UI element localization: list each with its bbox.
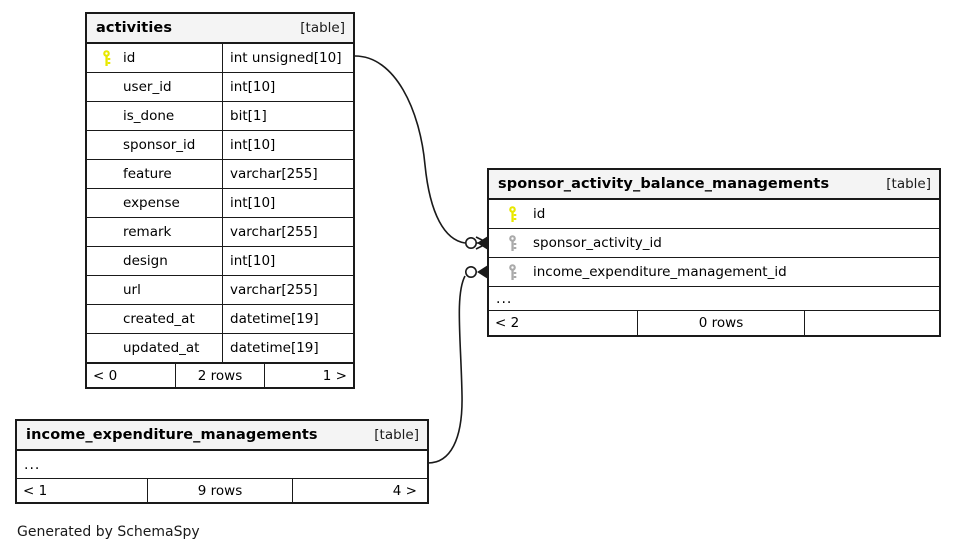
table-row[interactable]: feature varchar[255] <box>87 160 353 189</box>
column-name-cell: sponsor_id <box>87 131 222 159</box>
primary-key-icon <box>95 49 121 67</box>
table-row[interactable]: sponsor_activity_id <box>489 229 939 258</box>
table-footer-activities: < 0 2 rows 1 > <box>87 363 353 387</box>
column-name-cell: user_id <box>87 73 222 101</box>
table-row[interactable]: id int unsigned[10] <box>87 44 353 73</box>
table-row[interactable]: income_expenditure_management_id <box>489 258 939 287</box>
column-type: varchar[255] <box>222 160 353 188</box>
column-label: updated_at <box>123 340 200 356</box>
column-name-cell: income_expenditure_management_id <box>489 258 939 286</box>
column-type: bit[1] <box>222 102 353 130</box>
schemaspy-credit: Generated by SchemaSpy <box>17 524 200 540</box>
footer-row-count: 9 rows <box>147 479 293 502</box>
table-row[interactable]: user_id int[10] <box>87 73 353 102</box>
column-label: sponsor_activity_id <box>533 235 662 251</box>
footer-parents-count[interactable]: < 1 <box>23 482 48 499</box>
column-type: varchar[255] <box>222 218 353 246</box>
column-label: user_id <box>123 79 172 95</box>
column-name-cell: is_done <box>87 102 222 130</box>
column-label: created_at <box>123 311 195 327</box>
column-name-cell: id <box>87 44 222 72</box>
column-name-cell: sponsor_activity_id <box>489 229 939 257</box>
column-name-cell: updated_at <box>87 334 222 362</box>
column-label: id <box>533 206 546 222</box>
column-type: int[10] <box>222 247 353 275</box>
footer-row-count: 0 rows <box>637 311 805 335</box>
table-type-tag: [table] <box>300 20 345 36</box>
table-type-tag: [table] <box>374 427 419 443</box>
column-type: varchar[255] <box>222 276 353 304</box>
column-type: int[10] <box>222 131 353 159</box>
column-name-cell: feature <box>87 160 222 188</box>
column-name-cell: remark <box>87 218 222 246</box>
column-name-cell: expense <box>87 189 222 217</box>
relationship-line-activities-sponsor-activity-id <box>354 55 489 250</box>
table-row[interactable]: expense int[10] <box>87 189 353 218</box>
column-label: id <box>123 50 136 66</box>
column-label: is_done <box>123 108 175 124</box>
table-income-expenditure-managements[interactable]: income_expenditure_managements [table] .… <box>15 419 429 504</box>
primary-key-icon <box>497 205 531 223</box>
more-columns-indicator: ... <box>489 287 939 311</box>
table-header-income-expenditure-managements: income_expenditure_managements [table] <box>17 421 427 451</box>
table-footer-sponsor-activity-balance-managements: < 2 0 rows <box>489 311 939 335</box>
column-label: sponsor_id <box>123 137 196 153</box>
column-name-cell: created_at <box>87 305 222 333</box>
column-type: datetime[19] <box>222 334 353 362</box>
column-type: int[10] <box>222 73 353 101</box>
column-name-cell: id <box>489 200 939 228</box>
table-row[interactable]: remark varchar[255] <box>87 218 353 247</box>
column-type: int[10] <box>222 189 353 217</box>
table-row[interactable]: created_at datetime[19] <box>87 305 353 334</box>
column-label: url <box>123 282 141 298</box>
column-label: design <box>123 253 168 269</box>
column-label: expense <box>123 195 180 211</box>
table-title: sponsor_activity_balance_managements <box>498 176 830 192</box>
table-row[interactable]: sponsor_id int[10] <box>87 131 353 160</box>
column-name-cell: url <box>87 276 222 304</box>
table-sponsor-activity-balance-managements[interactable]: sponsor_activity_balance_managements [ta… <box>487 168 941 337</box>
table-header-activities: activities [table] <box>87 14 353 44</box>
more-columns-indicator: ... <box>24 456 41 473</box>
footer-children-count[interactable]: 4 > <box>392 482 417 499</box>
table-type-tag: [table] <box>886 176 931 192</box>
table-activities[interactable]: activities [table] id int unsigned[10] u… <box>85 12 355 389</box>
relationship-line-income-expenditure-management-id <box>427 265 488 464</box>
table-header-sponsor-activity-balance-managements: sponsor_activity_balance_managements [ta… <box>489 170 939 200</box>
table-title: activities <box>96 20 173 36</box>
column-name-cell: design <box>87 247 222 275</box>
foreign-key-icon <box>497 234 531 252</box>
footer-children-count[interactable]: 1 > <box>322 367 347 384</box>
footer-children-count[interactable] <box>805 311 935 335</box>
column-label: remark <box>123 224 172 240</box>
column-type: int unsigned[10] <box>222 44 353 72</box>
foreign-key-icon <box>497 263 531 281</box>
cardinality-zero-circle <box>464 237 477 250</box>
footer-row-count: 2 rows <box>175 364 265 387</box>
table-row[interactable]: updated_at datetime[19] <box>87 334 353 363</box>
table-footer-income-expenditure-managements: < 1 9 rows 4 > <box>17 478 427 502</box>
table-row[interactable]: id <box>489 200 939 229</box>
footer-parents-count[interactable]: < 0 <box>93 367 118 384</box>
table-row[interactable]: design int[10] <box>87 247 353 276</box>
table-row[interactable]: url varchar[255] <box>87 276 353 305</box>
table-title: income_expenditure_managements <box>26 427 318 443</box>
table-row[interactable]: is_done bit[1] <box>87 102 353 131</box>
column-type: datetime[19] <box>222 305 353 333</box>
footer-parents-count[interactable]: < 2 <box>495 315 520 331</box>
column-label: feature <box>123 166 172 182</box>
cardinality-zero-circle <box>464 265 477 278</box>
column-label: income_expenditure_management_id <box>533 264 787 280</box>
